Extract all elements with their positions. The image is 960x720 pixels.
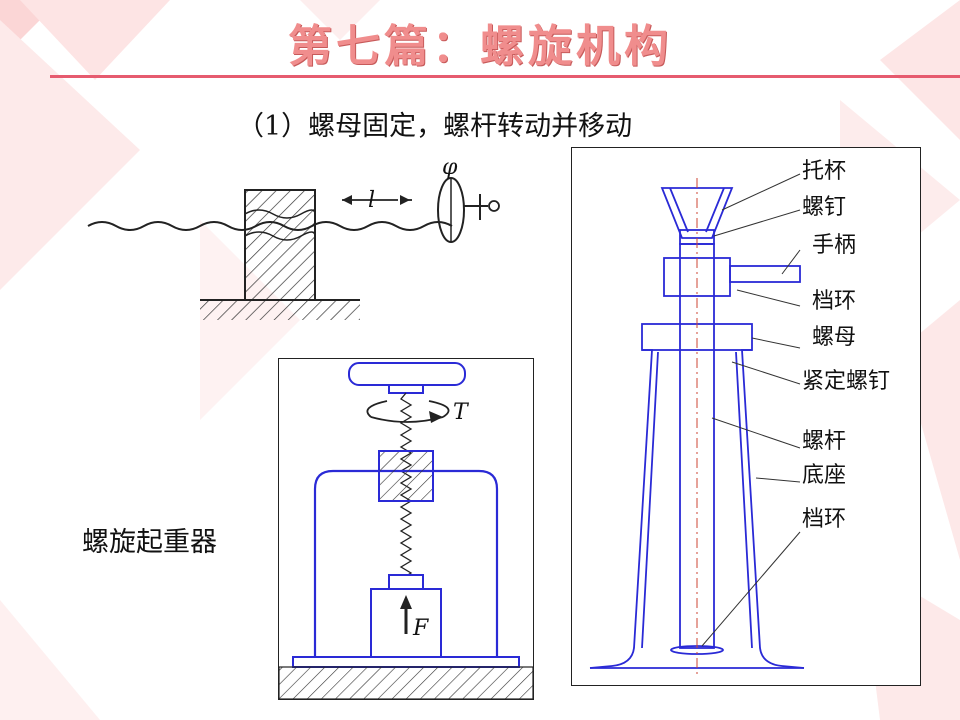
torque-label: T: [453, 400, 470, 425]
label-support-cup: 托杯: [802, 159, 846, 184]
label-retaining-ring-top: 档环: [812, 289, 856, 314]
support-cup: [660, 187, 734, 239]
nut-block: [378, 450, 434, 502]
label-base: 底座: [802, 463, 846, 488]
screw-jack-diagram: T F: [278, 358, 534, 700]
leader-lines: [701, 173, 801, 647]
label-retaining-ring-bottom: 档环: [802, 507, 846, 532]
ground-hatching: [200, 300, 360, 320]
screw-thread-line: [87, 221, 453, 231]
screw-schematic: l φ: [87, 160, 500, 320]
handle: [729, 265, 801, 283]
label-set-screw: 紧定螺钉: [802, 369, 890, 394]
displacement-label: l: [368, 188, 375, 213]
jack-stand-diagram: 托杯 螺钉 手柄 档环 螺母 紧定螺钉 螺杆 底座 档环: [571, 147, 921, 686]
part-labels: 托杯 螺钉 手柄 档环 螺母 紧定螺钉 螺杆 底座 档环: [802, 159, 890, 532]
label-screw-rod: 螺杆: [802, 429, 846, 454]
base-plate: [292, 656, 520, 668]
fixed-nut: [244, 189, 316, 301]
label-handle: 手柄: [812, 233, 856, 258]
slide-subtitle: （1）螺母固定，螺杆转动并移动: [237, 111, 633, 142]
label-screw: 螺钉: [802, 195, 846, 220]
ground-hatching: [278, 666, 534, 700]
rotation-label: φ: [442, 160, 458, 180]
top-pad: [348, 362, 466, 386]
force-label: F: [412, 616, 429, 641]
base-body: [589, 349, 805, 669]
title-divider: [50, 75, 960, 78]
slide-title: 第七篇：螺旋机构: [288, 21, 672, 72]
label-nut: 螺母: [812, 325, 856, 350]
screw-jack-label: 螺旋起重器: [82, 527, 217, 558]
